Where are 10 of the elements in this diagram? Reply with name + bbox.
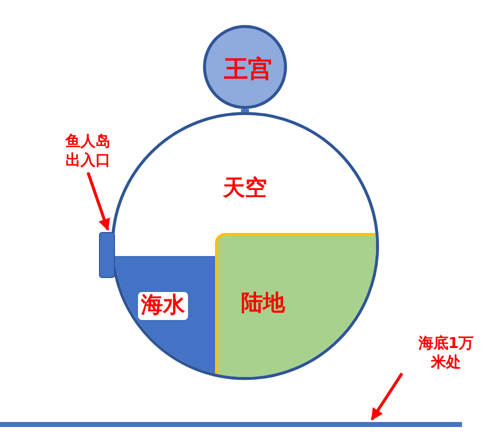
arrow [370,372,404,420]
connector-stem [241,109,249,112]
arrow [86,172,110,231]
callout-text: 鱼人岛出入口 [48,132,128,170]
node-label: 陆地 [240,290,286,318]
node-label: 天空 [222,175,268,202]
entrance-box [99,232,115,278]
callout-text: 海底1万米处 [406,334,486,372]
node-label: 海水 [138,292,188,320]
node-label: 王宫 [223,54,273,84]
